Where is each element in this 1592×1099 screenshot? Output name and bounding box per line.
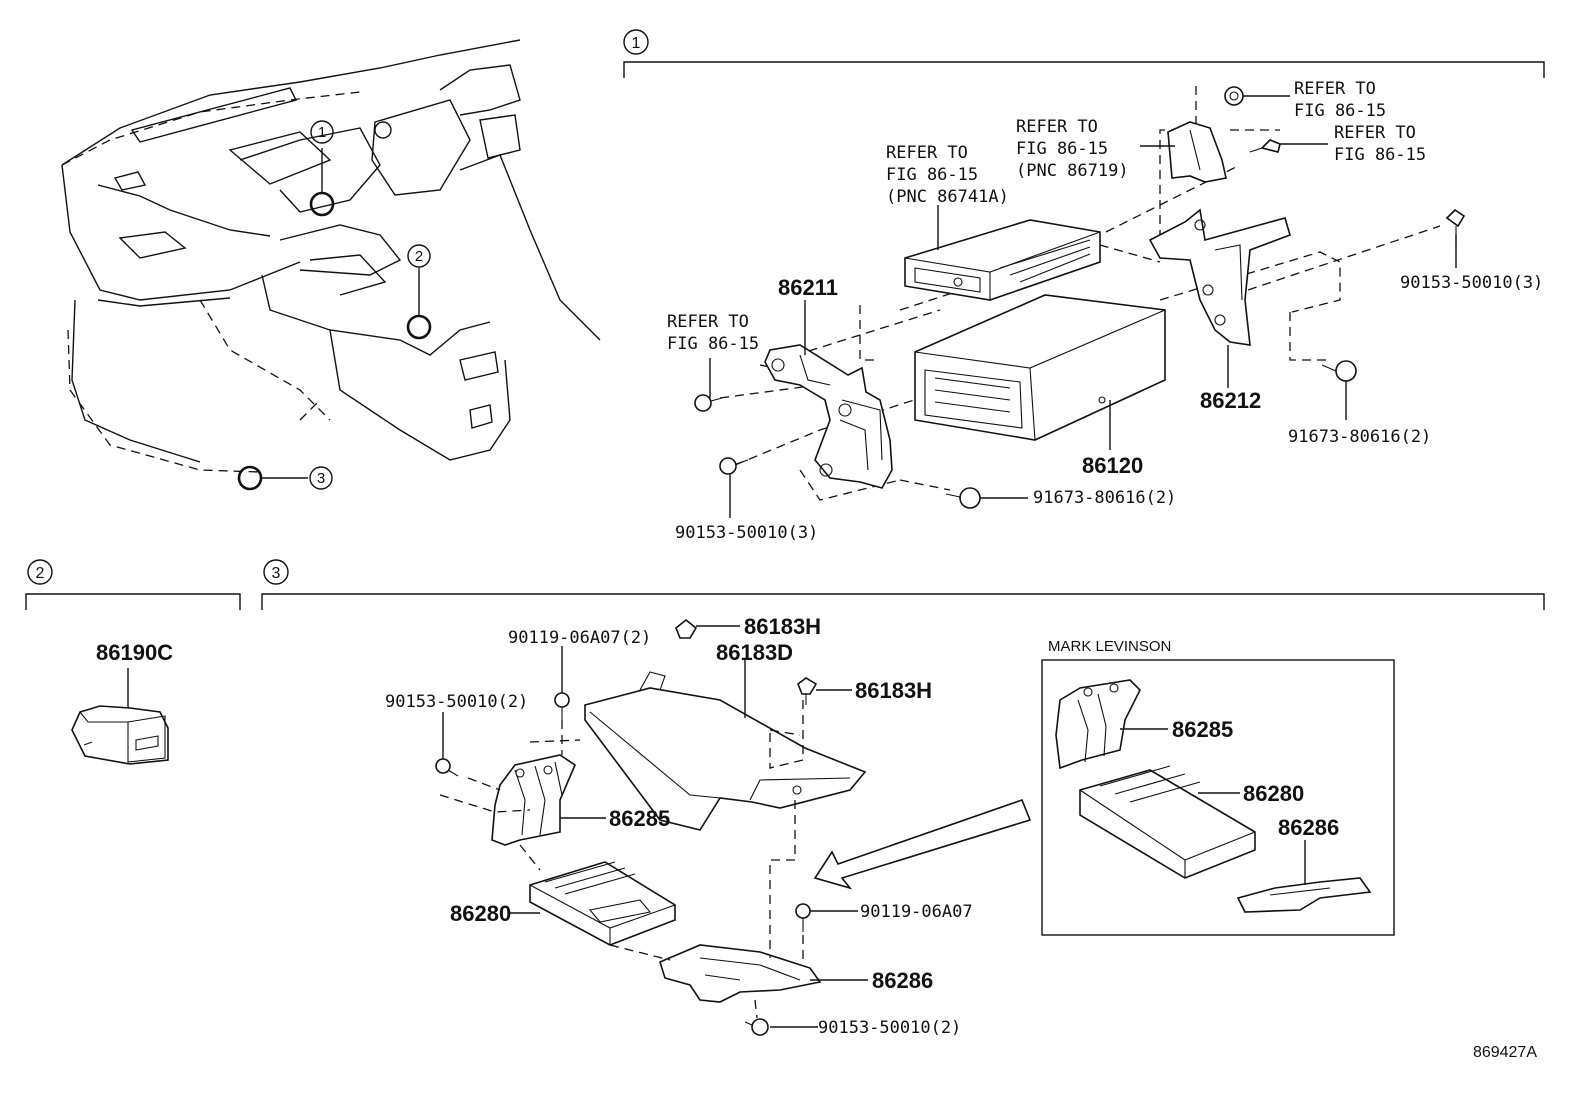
svg-text:1: 1 <box>632 35 641 52</box>
section-3-guides <box>439 700 804 1019</box>
bracket-86212 <box>1148 208 1291 346</box>
nut-top <box>1224 86 1244 106</box>
clip-86183H-top <box>675 618 698 639</box>
refer-note-bolt-line1: REFER TO <box>1334 123 1416 143</box>
screw-90119-06A07 <box>795 903 811 932</box>
figure-id: 869427A <box>1473 1044 1537 1061</box>
mark-levinson-inset <box>1041 659 1395 936</box>
bolt-91673-right <box>1321 360 1357 382</box>
part-number-90153-50010-2-lower: 90153-50010(2) <box>818 1018 961 1038</box>
screw-90119-06A07-2 <box>554 692 570 720</box>
part-number-86285-main: 86285 <box>609 806 670 831</box>
screw-90153-50010-2-lower <box>744 1018 769 1036</box>
part-number-86280-main: 86280 <box>450 901 511 926</box>
leaders-section-3 <box>442 625 1306 1028</box>
svg-text:1: 1 <box>318 124 326 141</box>
refer-note-86741A-line3: (PNC 86741A) <box>886 187 1009 207</box>
callout-1: 1 <box>310 120 334 144</box>
part-number-86211: 86211 <box>778 275 838 300</box>
part-number-86280-mark-levinson: 86280 <box>1243 781 1304 806</box>
part-number-90153-50010-2-upper: 90153-50010(2) <box>385 692 528 712</box>
refer-note-nut-line1: REFER TO <box>1294 79 1376 99</box>
cover-86183D <box>584 671 867 831</box>
refer-note-screw-line2: FIG 86-15 <box>667 334 759 354</box>
usb-port-86190C <box>71 668 169 765</box>
part-number-90153-50010-3-left: 90153-50010(3) <box>675 523 818 543</box>
amplifier-86280-main <box>529 861 676 946</box>
svg-text:3: 3 <box>272 565 281 582</box>
bracket-86286-main <box>659 944 822 1003</box>
clip-86183H-right <box>797 677 818 705</box>
refer-note-86741A-line1: REFER TO <box>886 143 968 163</box>
refer-note-bolt-line2: FIG 86-15 <box>1334 145 1426 165</box>
part-number-86183H-top: 86183H <box>744 614 821 639</box>
part-number-86286-mark-levinson: 86286 <box>1278 815 1339 840</box>
part-number-90153-50010-3-right: 90153-50010(3) <box>1400 273 1543 293</box>
part-number-91673-80616-2-right: 91673-80616(2) <box>1288 427 1431 447</box>
part-number-91673-80616-2-lower: 91673-80616(2) <box>1033 488 1176 508</box>
svg-text:2: 2 <box>415 248 423 265</box>
part-number-90119-06A07-2: 90119-06A07(2) <box>508 628 651 648</box>
leaders-section-1 <box>709 95 1457 518</box>
direction-arrow <box>813 798 1032 890</box>
small-bracket-86719 <box>1167 121 1227 183</box>
part-number-86120: 86120 <box>1082 453 1143 478</box>
section-3-header: 3 <box>261 559 1545 610</box>
screw-left-lower <box>719 457 749 475</box>
part-number-86183D: 86183D <box>716 640 793 665</box>
part-number-86183H-right: 86183H <box>855 678 932 703</box>
refer-note-nut-line2: FIG 86-15 <box>1294 101 1386 121</box>
refer-note-86719-line2: FIG 86-15 <box>1016 139 1108 159</box>
callout-2: 2 <box>407 244 431 268</box>
refer-note-screw-line1: REFER TO <box>667 312 749 332</box>
bolt-top-right <box>1249 139 1281 153</box>
mark-levinson-title: MARK LEVINSON <box>1048 638 1171 655</box>
bolt-91673-lower <box>945 487 981 509</box>
part-number-86286-main: 86286 <box>872 968 933 993</box>
dashboard-overview-illustration <box>61 39 601 491</box>
refer-note-86719-line1: REFER TO <box>1016 117 1098 137</box>
part-number-86190C: 86190C <box>96 640 173 665</box>
upper-unit-86741A <box>904 219 1101 301</box>
section-1-header: 1 <box>623 29 1545 78</box>
bracket-86285-main <box>491 754 576 846</box>
part-number-86212: 86212 <box>1200 388 1261 413</box>
bracket-86211 <box>764 344 893 489</box>
part-number-86285-mark-levinson: 86285 <box>1172 717 1233 742</box>
part-number-90119-06A07: 90119-06A07 <box>860 902 973 922</box>
svg-text:3: 3 <box>317 470 325 487</box>
section-2-header: 2 <box>25 559 241 610</box>
screw-90153-50010-2-upper <box>435 758 459 777</box>
refer-note-86719-line3: (PNC 86719) <box>1016 161 1129 181</box>
callout-3: 3 <box>309 466 333 490</box>
refer-note-86741A-line2: FIG 86-15 <box>886 165 978 185</box>
svg-text:2: 2 <box>36 565 45 582</box>
screw-left-upper <box>694 394 723 412</box>
main-unit-86120 <box>914 294 1166 441</box>
